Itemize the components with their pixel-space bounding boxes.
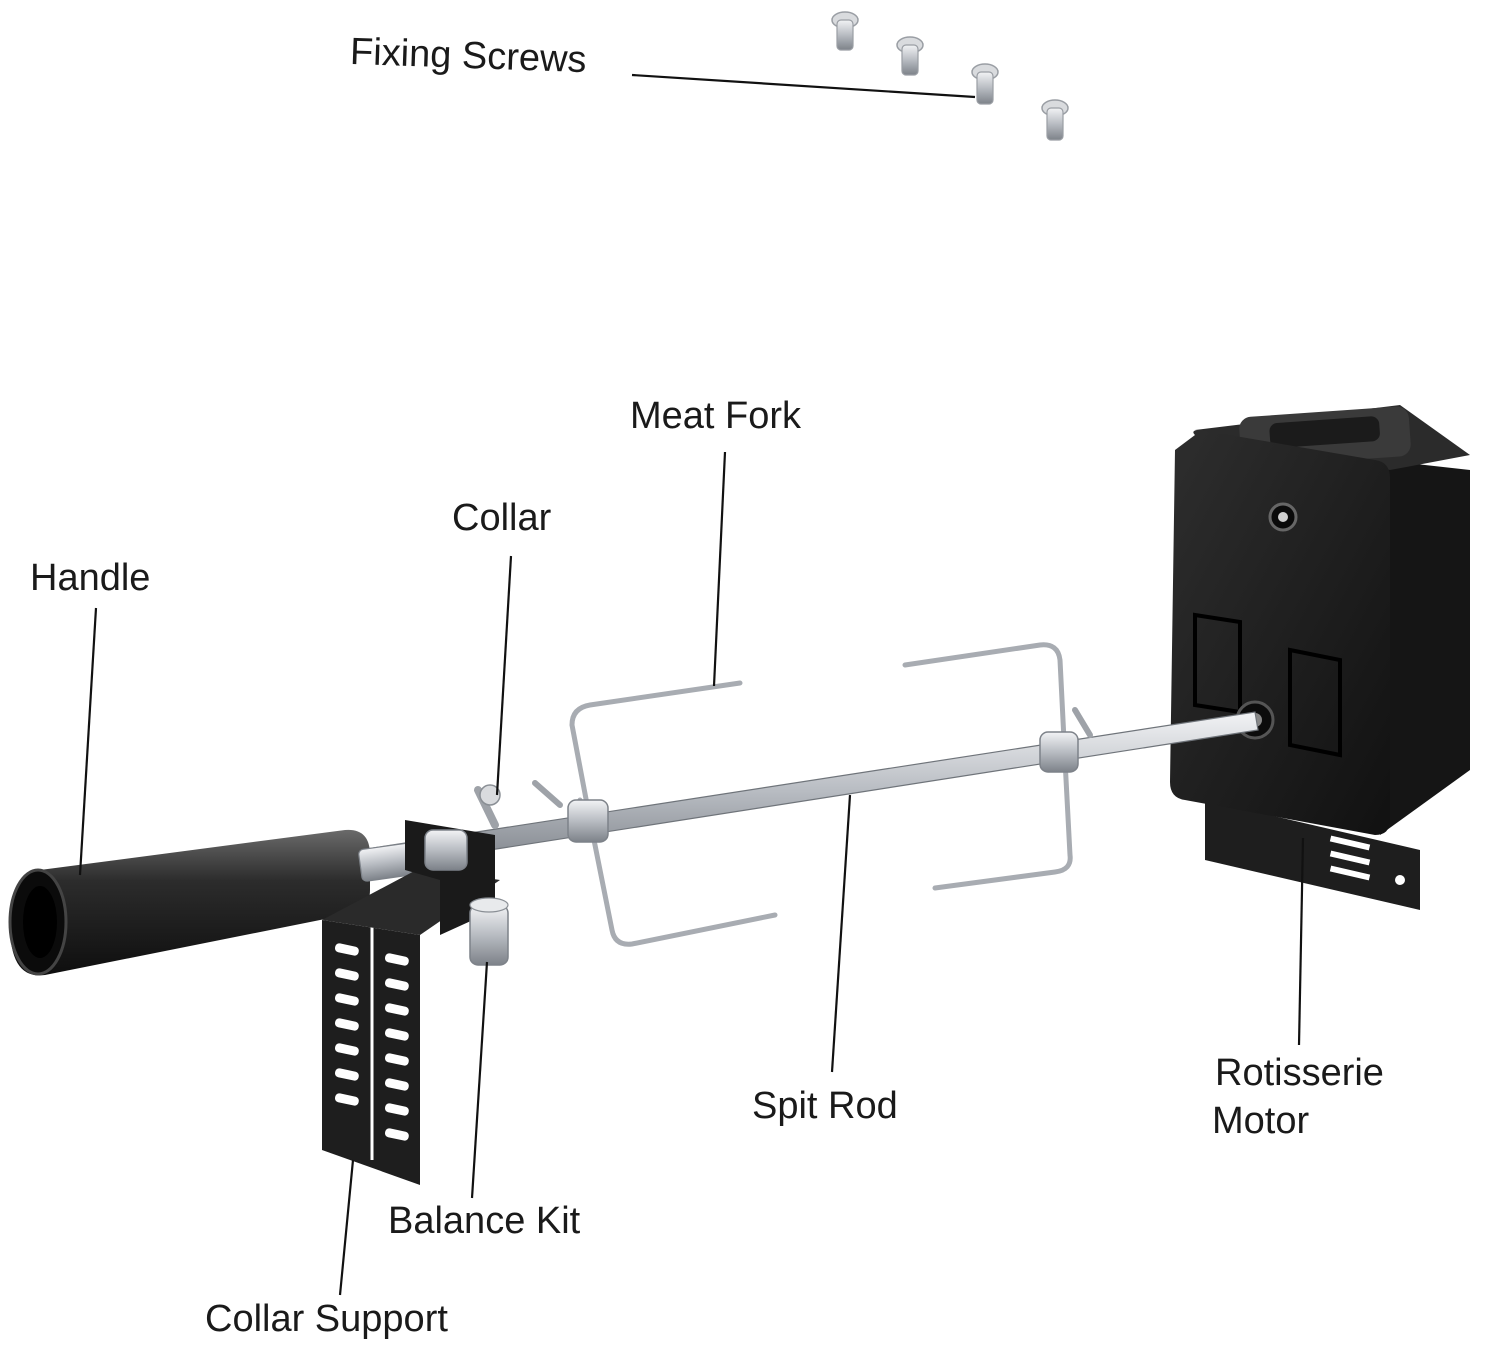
leader-spit-rod: [830, 794, 852, 1073]
label-meat-fork: Meat Fork: [630, 395, 802, 437]
screw-1: [831, 11, 859, 51]
leader-lines: [78, 73, 1305, 1296]
rotisserie-motor: [1170, 405, 1470, 910]
screw-4: [1041, 99, 1069, 141]
label-collar: Collar: [452, 497, 552, 539]
screw-2: [896, 36, 924, 76]
fork-collars: [532, 707, 1093, 843]
leader-rotisserie-motor: [1297, 837, 1305, 1046]
label-spit-rod: Spit Rod: [752, 1085, 898, 1127]
fixing-screws: [831, 11, 1069, 141]
collar: [424, 784, 501, 871]
label-collar-support: Collar Support: [205, 1298, 448, 1340]
balance-kit-weight: [469, 897, 509, 966]
handle: [8, 829, 432, 976]
leader-handle: [78, 607, 98, 876]
leader-balance-kit: [470, 961, 489, 1199]
leader-fixing-screws: [631, 73, 976, 99]
label-handle: Handle: [30, 557, 151, 599]
label-rotisserie-motor-line1: Rotisserie: [1215, 1052, 1384, 1094]
label-balance-kit: Balance Kit: [388, 1200, 581, 1242]
label-rotisserie-motor-line2: Motor: [1212, 1100, 1310, 1142]
label-fixing-screws: Fixing Screws: [349, 30, 588, 82]
leader-collar-support: [338, 1159, 355, 1296]
leader-collar: [495, 555, 513, 796]
screw-3: [971, 63, 999, 105]
leader-meat-fork: [712, 451, 727, 687]
